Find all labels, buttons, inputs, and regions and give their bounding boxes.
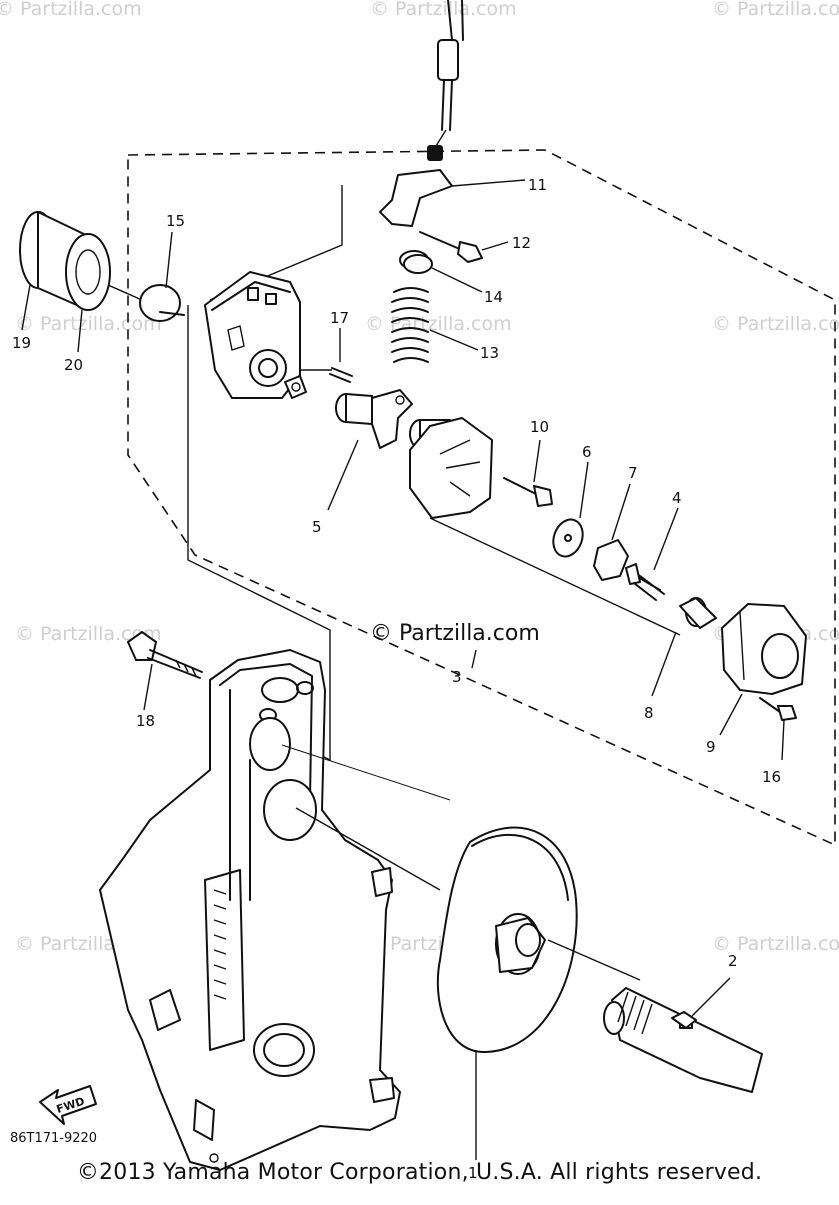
part-bolt-18 (127, 631, 203, 711)
part-shaft (603, 987, 763, 1093)
drawing-code: 86T171-9220 (10, 1131, 97, 1146)
callout-13: 13 (480, 344, 499, 362)
fwd-arrow-icon: FWD (39, 1085, 97, 1125)
part-plate (139, 231, 185, 322)
watermark-text: © Partzilla.com (370, 0, 517, 20)
callout-10: 10 (530, 418, 549, 436)
callout-1: 1 (468, 1164, 478, 1182)
part-adjust-screw (625, 507, 679, 601)
callout-15: 15 (166, 212, 185, 230)
callout-5: 5 (312, 518, 322, 536)
callout-14: 14 (484, 288, 503, 306)
callout-19: 19 (12, 334, 31, 352)
callout-20: 20 (64, 356, 83, 374)
callout-16: 16 (762, 768, 781, 786)
watermark-text: © Partzilla.com (365, 313, 512, 335)
part-pin (300, 328, 353, 383)
callout-11: 11 (528, 176, 547, 194)
part-screw-10 (503, 439, 553, 507)
watermark-text: © Partzilla.com (0, 0, 142, 20)
watermark-text: © Partzilla.com (712, 0, 839, 20)
part-sheave (436, 826, 641, 1160)
part-lever-bracket (379, 169, 526, 227)
part-screw-16 (759, 697, 797, 761)
watermark-text: © Partzilla.com (712, 313, 839, 335)
throttle-cable (427, 0, 464, 161)
callout-4: 4 (672, 489, 682, 507)
callout-17: 17 (330, 309, 349, 327)
callout-numbers: 11 12 14 13 15 17 19 20 5 10 6 7 4 3 8 9… (12, 176, 781, 1182)
assembly-boundary (127, 149, 836, 847)
callout-3-upper: 3 (452, 668, 462, 686)
leader-line (471, 649, 477, 669)
part-bolt-12 (419, 231, 509, 263)
watermark-text: © Partzilla.com (15, 623, 162, 645)
callout-18: 18 (136, 712, 155, 730)
watermark-text: © Partzilla.com (712, 933, 839, 955)
part-housing (204, 271, 307, 399)
part-washer (552, 461, 589, 558)
part-cap-flange (409, 417, 681, 636)
copyright-notice: ©2013 Yamaha Motor Corporation, U.S.A. A… (76, 1160, 763, 1185)
leader-line (107, 284, 143, 301)
callout-6: 6 (582, 443, 592, 461)
callout-2: 2 (728, 952, 738, 970)
part-cover (719, 603, 807, 736)
part-nut (593, 483, 631, 581)
part-collar (399, 250, 483, 293)
part-cup (19, 211, 111, 331)
callout-7: 7 (628, 464, 638, 482)
part-key (671, 977, 731, 1029)
leader-line (77, 309, 83, 353)
callout-8: 8 (644, 704, 654, 722)
callout-9: 9 (706, 738, 716, 756)
part-spring (391, 287, 479, 363)
watermark-text: © Partzilla.com (15, 313, 162, 335)
part-casing (99, 649, 451, 1171)
part-lever-shaft (327, 389, 413, 511)
watermark-center: © Partzilla.com (370, 621, 540, 646)
part-plunger (651, 597, 717, 697)
callout-12: 12 (512, 234, 531, 252)
